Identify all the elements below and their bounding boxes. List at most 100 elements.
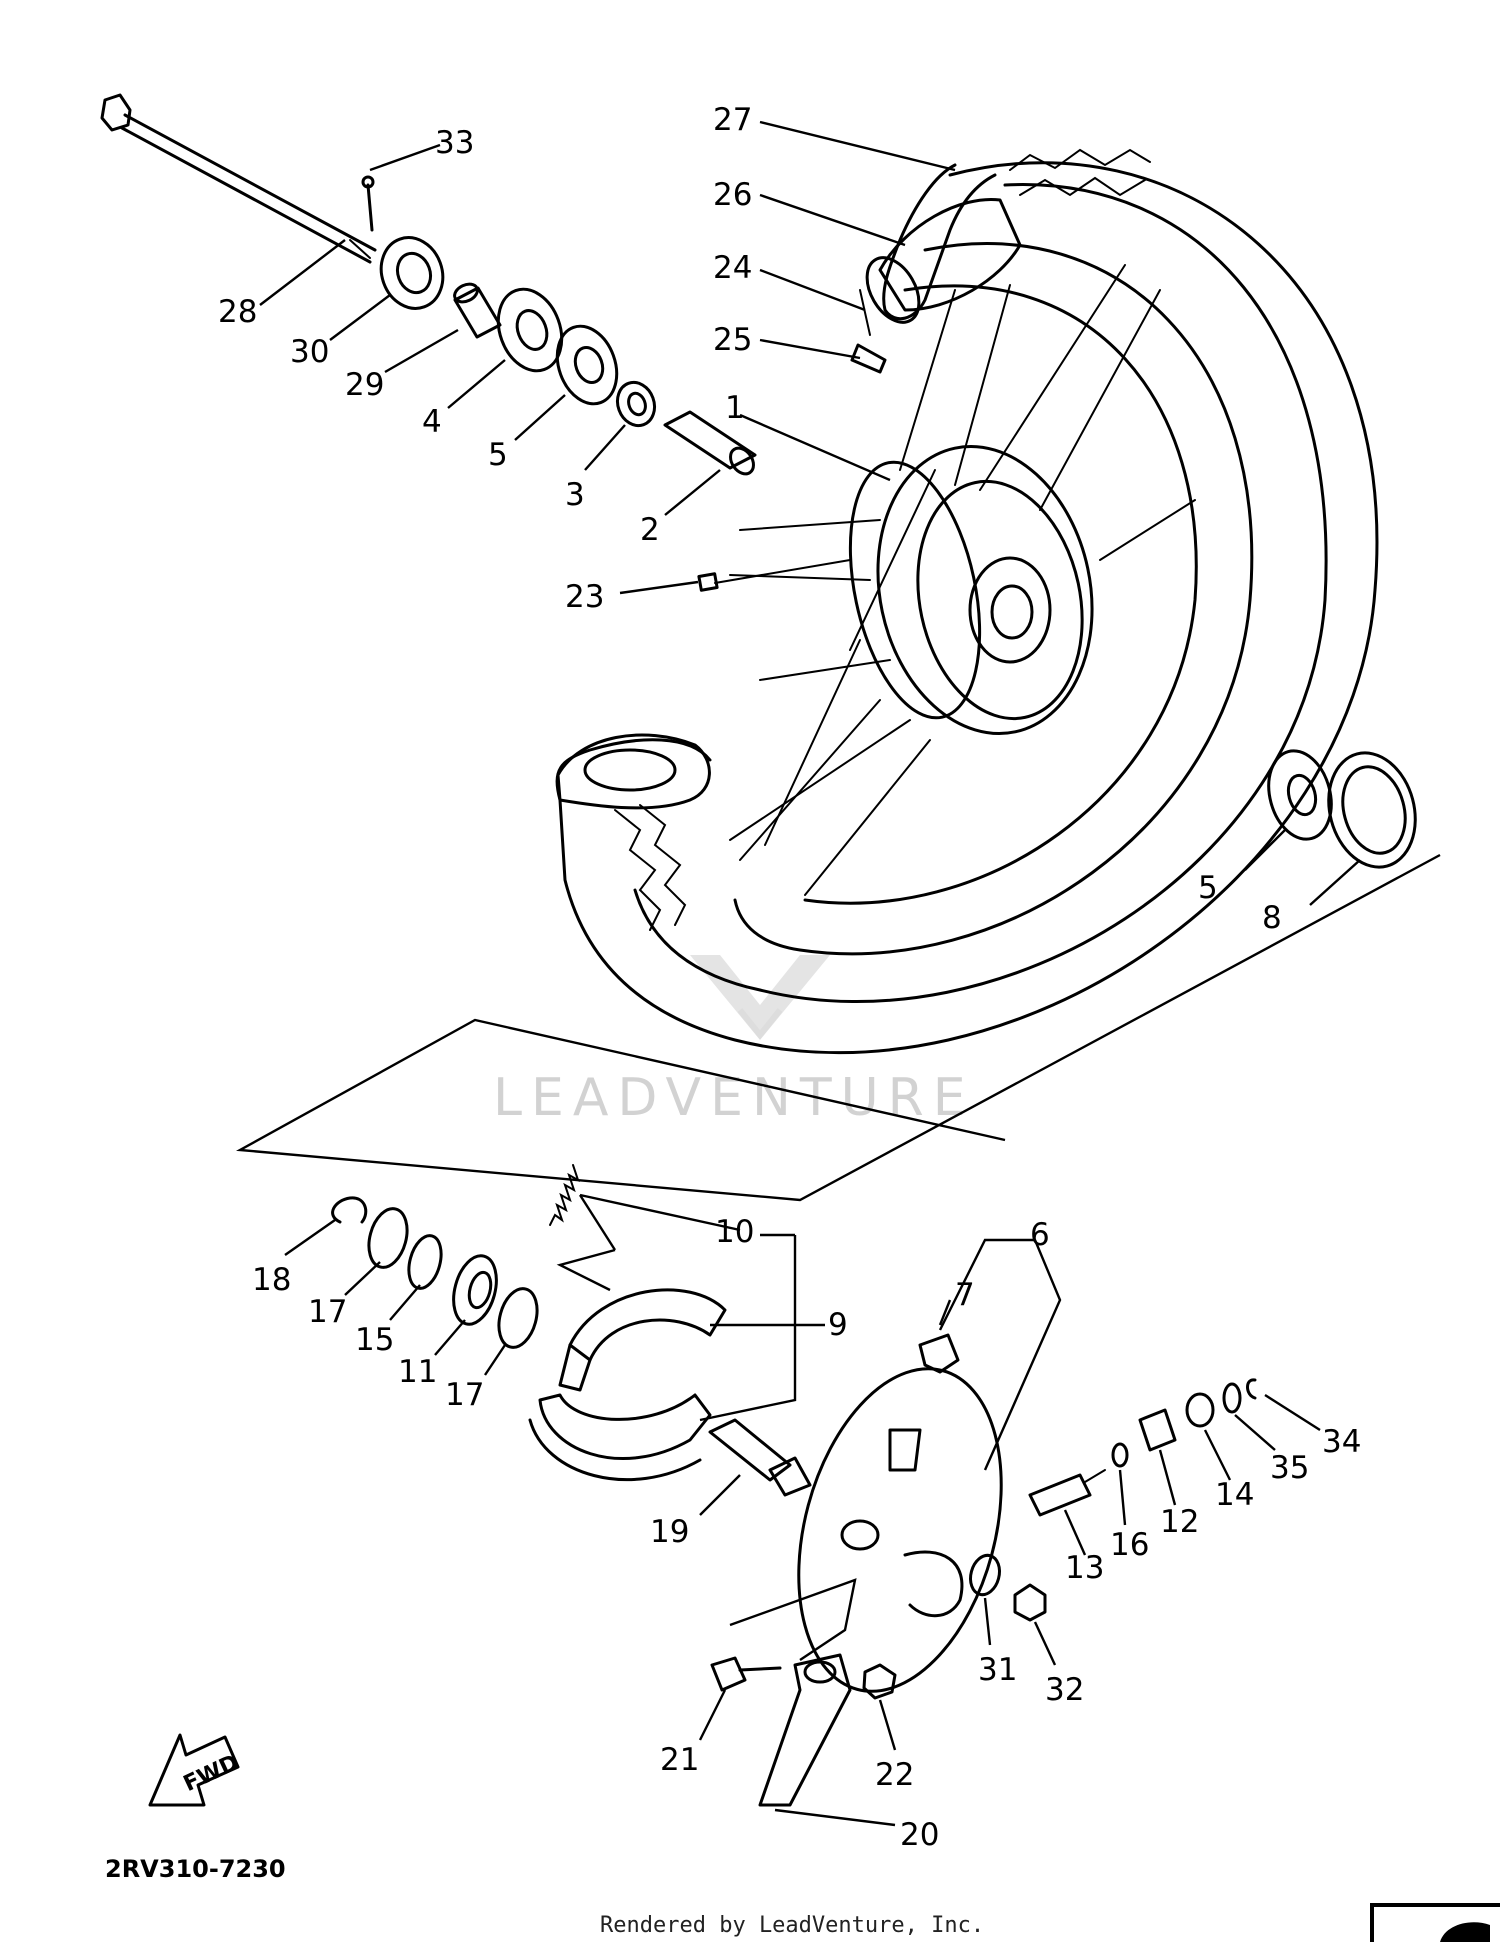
callout-29: 29 — [345, 367, 384, 403]
spokes — [729, 264, 1196, 896]
nut-14 — [1185, 1392, 1215, 1428]
spacer-2-end — [729, 446, 755, 476]
axle-shaft-edge — [120, 126, 372, 264]
rim-outer — [733, 242, 1254, 956]
bearing-5 — [555, 324, 619, 406]
callout-17b: 17 — [445, 1377, 484, 1413]
callout-34: 34 — [1322, 1424, 1361, 1460]
callout-13: 13 — [1065, 1550, 1104, 1586]
spacer-2 — [663, 410, 757, 470]
oil-seal-8 — [1327, 751, 1417, 869]
bolt-21-head — [710, 1656, 747, 1692]
inner-tube — [878, 197, 1022, 312]
nut-12 — [1138, 1408, 1177, 1452]
render-credit: Rendered by LeadVenture, Inc. — [600, 1913, 984, 1938]
collar-29 — [453, 286, 502, 339]
circlip-18 — [331, 1196, 368, 1224]
callout-2: 2 — [640, 512, 660, 548]
tire-inner-edge — [633, 183, 1328, 1004]
camshaft — [708, 1418, 792, 1482]
callout-9: 9 — [828, 1307, 848, 1343]
bearing-11 — [452, 1254, 498, 1326]
tread-top-2 — [1019, 176, 1146, 197]
rim-inner — [803, 284, 1198, 905]
diagram-code: 2RV310-7230 — [105, 1855, 286, 1883]
hub-body — [876, 444, 1094, 736]
tread-side-2 — [639, 804, 687, 926]
ring-15 — [407, 1234, 443, 1290]
oil-seal-30-inner — [395, 251, 433, 295]
rim-band — [859, 289, 871, 336]
spacer-flange-inner — [627, 391, 647, 417]
callout-20: 20 — [900, 1817, 939, 1853]
callout-3: 3 — [565, 477, 585, 513]
bearing-5-right-inner — [1286, 773, 1318, 817]
callout-5: 5 — [488, 437, 508, 473]
tread-side — [614, 809, 662, 931]
callout-6: 6 — [1030, 1217, 1050, 1253]
bearing-5-inner — [573, 346, 605, 384]
axle-head — [100, 93, 132, 132]
brake-shoe-lower-lining — [528, 1418, 702, 1482]
plate-anchor — [888, 1428, 922, 1472]
callout-26: 26 — [713, 177, 752, 213]
tire-section-bottom — [556, 733, 711, 810]
cable-adjuster-13 — [1028, 1473, 1092, 1517]
brake-shoe-lower — [538, 1393, 712, 1461]
hub-axle-bore — [990, 584, 1034, 640]
valve — [850, 343, 887, 374]
axle-shaft — [123, 113, 377, 252]
callout-28: 28 — [218, 294, 257, 330]
hub-center — [968, 556, 1052, 664]
o-ring-35 — [1222, 1382, 1242, 1414]
bolt-21-shank — [738, 1666, 782, 1672]
callout-21: 21 — [660, 1742, 699, 1778]
oil-seal-8-inner — [1341, 765, 1407, 855]
callout-7: 7 — [955, 1277, 975, 1313]
callout-25: 25 — [713, 322, 752, 358]
callout-23: 23 — [565, 579, 604, 615]
callout-24: 24 — [713, 250, 752, 286]
watermark: LEADVENTURE — [493, 955, 975, 1128]
washer-17 — [367, 1207, 409, 1269]
callout-32: 32 — [1045, 1672, 1084, 1708]
callout-17: 17 — [308, 1294, 347, 1330]
camshaft-end — [768, 1456, 812, 1497]
hub-drum — [916, 479, 1084, 721]
callout-33: 33 — [435, 125, 474, 161]
callout-12: 12 — [1160, 1504, 1199, 1540]
right-bearing-seal — [1267, 749, 1417, 869]
brake-parts — [331, 1164, 1257, 1807]
callout-4: 4 — [422, 404, 442, 440]
brake-shoe-upper-end — [558, 1343, 592, 1392]
clip-34 — [1246, 1378, 1257, 1400]
fwd-arrow: FWD — [148, 1733, 243, 1807]
callout-27: 27 — [713, 102, 752, 138]
bearing-4-inner — [515, 309, 549, 351]
assembly-bracket-lines — [235, 853, 1441, 1202]
tire-section-hole — [583, 748, 677, 792]
washer-31 — [969, 1553, 1001, 1597]
spoke-nipple — [697, 559, 851, 592]
callout-35: 35 — [1270, 1450, 1309, 1486]
cotter-pin-head — [361, 175, 375, 189]
tire-outline — [555, 161, 1379, 1055]
fwd-label: FWD — [180, 1750, 243, 1797]
callout-10: 10 — [715, 1214, 754, 1250]
callout-30: 30 — [290, 334, 329, 370]
callout-18: 18 — [252, 1262, 291, 1298]
watermark-text: LEADVENTURE — [493, 1068, 975, 1128]
leader-lines — [259, 120, 1361, 1827]
brake-shoe-upper — [568, 1288, 727, 1362]
callout-31: 31 — [978, 1652, 1017, 1688]
axle-thread — [349, 239, 371, 259]
hub-flange — [848, 460, 982, 720]
corner-logo-fragment — [1370, 1903, 1500, 1942]
oil-seal-30 — [379, 236, 445, 310]
cable-adjuster-13-thread — [1084, 1469, 1106, 1483]
callout-8: 8 — [1262, 900, 1282, 936]
spacer-flange — [615, 380, 657, 428]
tube-opening — [865, 256, 921, 324]
wheel-assembly — [555, 148, 1379, 1055]
nut-32 — [1013, 1583, 1047, 1622]
